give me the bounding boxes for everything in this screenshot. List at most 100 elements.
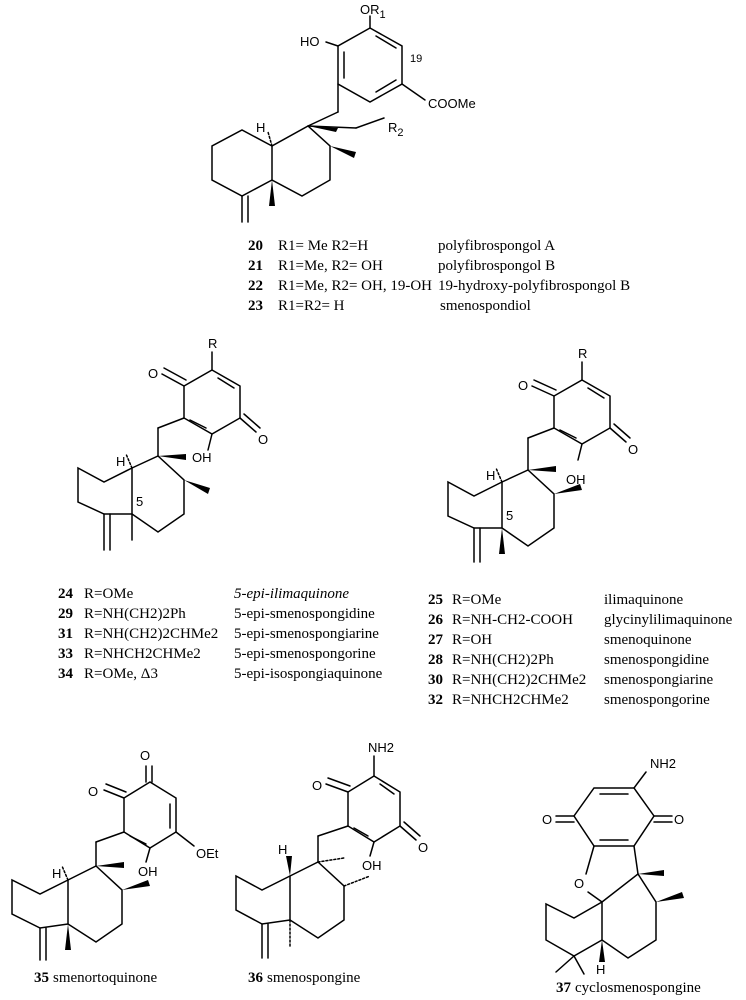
compound-number: 32 [428,692,443,708]
compound-number: 36 [248,970,264,986]
substituent-text: R=NH(CH2)2CHMe2 [84,626,218,642]
compound-name: smenospongine [267,970,361,986]
oh-label: OH [362,858,382,873]
compound-name: smenospongorine [604,692,710,708]
carbonyl-o-label: O [542,812,552,827]
position-5-label: 5 [506,508,513,523]
compound-number: 33 [58,646,73,662]
carbonyl-o-label: O [674,812,684,827]
h-label: H [486,468,495,483]
compound-name: smenospongidine [604,652,709,668]
structure-36: NH2 O O OH H [235,740,428,959]
carbonyl-o-label: O [140,748,150,763]
substituent-text: R=NH(CH2)2Ph [452,652,554,668]
compound-number: 27 [428,632,444,648]
r-label: R [578,346,587,361]
compound-name: smenospongiarine [604,672,713,688]
substituent-text: R=NH(CH2)2Ph [84,606,186,622]
structure-35: O O OEt OH H [11,748,219,961]
carbonyl-o-label: O [518,378,528,393]
ho-label: HO [300,34,320,49]
compound-name: 5-epi-smenospongidine [234,606,375,622]
h-label: H [116,454,125,469]
carbonyl-o-label: O [148,366,158,381]
position-5-label: 5 [136,494,143,509]
compound-name: smenortoquinone [53,970,157,986]
oet-label: OEt [196,846,219,861]
compound-number: 22 [248,278,263,294]
oh-label: OH [138,864,158,879]
compound-name: smenospondiol [440,298,531,314]
structure-5-epi-series: R O O OH H 5 [77,336,268,551]
substituent-text: R=NH(CH2)2CHMe2 [452,672,586,688]
compound-number: 23 [248,298,263,314]
compound-name: polyfibrospongol B [438,258,555,274]
ether-o-label: O [574,876,584,891]
substituent-text: R1= Me R2=H [278,238,368,254]
compound-number: 25 [428,592,443,608]
substituent-text: R=OMe [452,592,502,608]
substituent-text: R=OMe [84,586,134,602]
compound-number: 21 [248,258,263,274]
r2-label: R2 [388,120,404,139]
compound-number: 34 [58,666,74,682]
compound-name: glycinylilimaquinone [604,612,733,628]
compound-number: 29 [58,606,73,622]
carbonyl-o-label: O [418,840,428,855]
compound-name: 19-hydroxy-polyfibrospongol B [438,278,630,294]
substituent-text: R1=R2= H [278,298,345,314]
compound-name: 5-epi-smenospongorine [234,646,376,662]
nh2-label: NH2 [368,740,394,755]
h-label: H [52,866,61,881]
compound-name: polyfibrospongol A [438,238,555,254]
h-label: H [278,842,287,857]
substituent-text: R=NHCH2CHMe2 [84,646,201,662]
entries-5-epi-series: 24 R=OMe 5-epi-ilimaquinone 29 R=NH(CH2)2Ph… [58,586,383,682]
substituent-text: R1=Me, R2= OH, 19-OH [278,278,432,294]
compound-name: 5-epi-smenospongiarine [234,626,379,642]
compound-number: 28 [428,652,443,668]
substituent-text: R=OH [452,632,492,648]
compound-number: 26 [428,612,444,628]
r-label: R [208,336,217,351]
structure-20-23: OR1 HO 19 COOMe R2 H [211,2,476,223]
compound-number: 24 [58,586,74,602]
compound-number: 31 [58,626,73,642]
carbonyl-o-label: O [258,432,268,447]
svg-text:34R=OMe, Δ35-epi-isospongiaqui: 34R=OMe, Δ35-epi-isospongiaquinone [58,666,383,682]
compound-name: cyclosmenospongine [575,980,701,996]
compound-number: 30 [428,672,443,688]
structure-37: NH2 O O O H [542,756,684,977]
compound-number: 35 [34,970,49,986]
structure-ilimaquinone-series: R O O OH H 5 [447,346,638,563]
compound-name: 5-epi-ilimaquinone [234,586,349,602]
nh2-label: NH2 [650,756,676,771]
carbonyl-o-label: O [628,442,638,457]
substituent-text: R=OMe, Δ3 [84,666,158,682]
h-label: H [596,962,605,977]
substituent-text: R=NHCH2CHMe2 [452,692,569,708]
substituent-text: R1=Me, R2= OH [278,258,383,274]
compound-name: ilimaquinone [604,592,683,608]
coome-label: COOMe [428,96,476,111]
oh-label: OH [192,450,212,465]
